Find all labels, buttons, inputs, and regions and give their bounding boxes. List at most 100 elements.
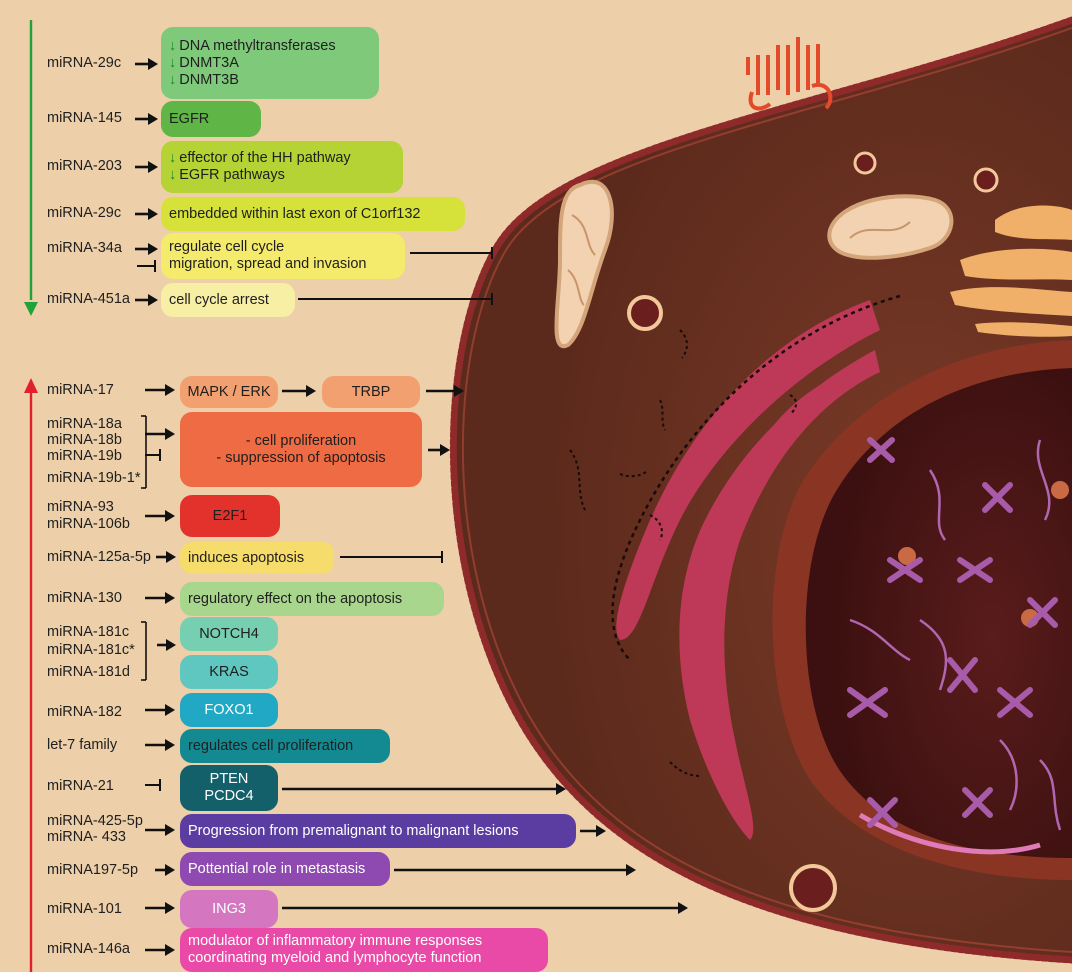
target-line: Pottential role in metastasis: [188, 861, 382, 878]
up-target-box: ING3: [180, 890, 278, 928]
down-marker-icon: ↓: [169, 55, 176, 71]
down-target-box: embedded within last exon of C1orf132: [161, 197, 465, 231]
mirna-label: miRNA-17: [47, 382, 114, 399]
target-line: - suppression of apoptosis: [216, 450, 385, 467]
target-line: coordinating myeloid and lymphocyte func…: [188, 950, 540, 967]
down-target-box: ↓effector of the HH pathway↓EGFR pathway…: [161, 141, 403, 193]
up-target-box: induces apoptosis: [180, 542, 334, 574]
target-line: NOTCH4: [199, 626, 259, 643]
mirna-label: miRNA-125a-5p: [47, 549, 151, 566]
up-target-box: Progression from premalignant to maligna…: [180, 814, 576, 848]
target-line: ↓DNA methyltransferases: [169, 38, 371, 55]
mirna-label: let-7 family: [47, 737, 117, 754]
target-text: embedded within last exon of C1orf132: [169, 206, 421, 222]
target-line: - cell proliferation: [246, 433, 356, 450]
target-text: regulates cell proliferation: [188, 738, 353, 754]
mirna-label: miRNA-451a: [47, 291, 130, 308]
target-text: ING3: [212, 901, 246, 917]
target-text: coordinating myeloid and lymphocyte func…: [188, 950, 481, 966]
target-text: - suppression of apoptosis: [216, 450, 385, 466]
target-text: MAPK / ERK: [188, 384, 271, 400]
target-line: embedded within last exon of C1orf132: [169, 206, 457, 223]
target-text: migration, spread and invasion: [169, 256, 366, 272]
target-line: migration, spread and invasion: [169, 256, 397, 273]
target-text: FOXO1: [204, 702, 253, 718]
target-line: Progression from premalignant to maligna…: [188, 823, 568, 840]
mirna-label: miRNA-182: [47, 704, 122, 721]
vesicle-icon: [975, 169, 997, 191]
target-text: induces apoptosis: [188, 550, 304, 566]
target-line: E2F1: [213, 508, 248, 525]
target-text: modulator of inflammatory immune respons…: [188, 933, 482, 949]
target-line: cell cycle arrest: [169, 292, 287, 309]
mirna-label: miRNA-146a: [47, 941, 130, 958]
target-text: Pottential role in metastasis: [188, 861, 365, 877]
target-text: - cell proliferation: [246, 433, 356, 449]
mirna-label: miRNA-18a: [47, 416, 122, 433]
target-line: MAPK / ERK: [188, 384, 271, 401]
up-target-box: modulator of inflammatory immune respons…: [180, 928, 548, 972]
mirna-label: miRNA-130: [47, 590, 122, 607]
down-marker-icon: ↓: [169, 72, 176, 88]
up-target-box: MAPK / ERK: [180, 376, 278, 408]
down-marker-icon: ↓: [169, 150, 176, 166]
target-line: PCDC4: [204, 788, 253, 805]
target-line: regulate cell cycle: [169, 239, 397, 256]
vesicle-icon: [855, 153, 875, 173]
target-text: E2F1: [213, 508, 248, 524]
up-target-box: NOTCH4: [180, 617, 278, 651]
target-text: PCDC4: [204, 788, 253, 804]
up-target-box: - cell proliferation- suppression of apo…: [180, 412, 422, 487]
target-text: NOTCH4: [199, 626, 259, 642]
target-text: DNA methyltransferases: [179, 38, 335, 54]
up-target-box: regulates cell proliferation: [180, 729, 390, 763]
down-marker-icon: ↓: [169, 38, 176, 54]
target-line: ↓DNMT3A: [169, 55, 371, 72]
target-line: regulatory effect on the apoptosis: [188, 591, 436, 608]
target-line: FOXO1: [204, 702, 253, 719]
up-target-box: Pottential role in metastasis: [180, 852, 390, 886]
mirna-label: miRNA-19b-1*: [47, 470, 140, 487]
down-target-box: ↓DNA methyltransferases↓DNMT3A↓DNMT3B: [161, 27, 379, 99]
target-line: ↓DNMT3B: [169, 72, 371, 89]
mirna-label: miRNA-181c*: [47, 642, 135, 659]
up-target-box: FOXO1: [180, 693, 278, 727]
trbp-box: TRBP: [322, 376, 420, 408]
vesicle-icon: [791, 866, 835, 910]
target-line: modulator of inflammatory immune respons…: [188, 933, 540, 950]
mirna-label: miRNA-19b: [47, 448, 122, 465]
target-text: effector of the HH pathway: [179, 150, 350, 166]
mirna-label: miRNA-181c: [47, 624, 129, 641]
up-target-box: regulatory effect on the apoptosis: [180, 582, 444, 616]
mirna-label: miRNA-21: [47, 778, 114, 795]
target-text: regulate cell cycle: [169, 239, 284, 255]
target-text: EGFR pathways: [179, 167, 285, 183]
mirna-label: miRNA-93: [47, 499, 114, 516]
target-line: induces apoptosis: [188, 550, 326, 567]
mirna-label: miRNA-145: [47, 110, 122, 127]
mirna-label: miRNA-181d: [47, 664, 130, 681]
target-text: EGFR: [169, 111, 209, 127]
down-marker-icon: ↓: [169, 167, 176, 183]
mirna-label: miRNA-29c: [47, 205, 121, 222]
down-target-box: cell cycle arrest: [161, 283, 295, 317]
up-target-box: E2F1: [180, 495, 280, 537]
mirna-label: miRNA197-5p: [47, 862, 138, 879]
vesicle-icon: [629, 297, 661, 329]
target-text: cell cycle arrest: [169, 292, 269, 308]
target-text: PTEN: [210, 771, 249, 787]
target-line: EGFR: [169, 111, 253, 128]
mirna-label: miRNA-106b: [47, 516, 130, 533]
mirna-label: miRNA-203: [47, 158, 122, 175]
nuclear-pore-icon: [1051, 481, 1069, 499]
target-text: regulatory effect on the apoptosis: [188, 591, 402, 607]
mirna-label: miRNA-18b: [47, 432, 122, 449]
down-target-box: EGFR: [161, 101, 261, 137]
target-line: regulates cell proliferation: [188, 738, 382, 755]
target-text: DNMT3B: [179, 72, 239, 88]
mirna-label: miRNA-29c: [47, 55, 121, 72]
target-line: ING3: [212, 901, 246, 918]
